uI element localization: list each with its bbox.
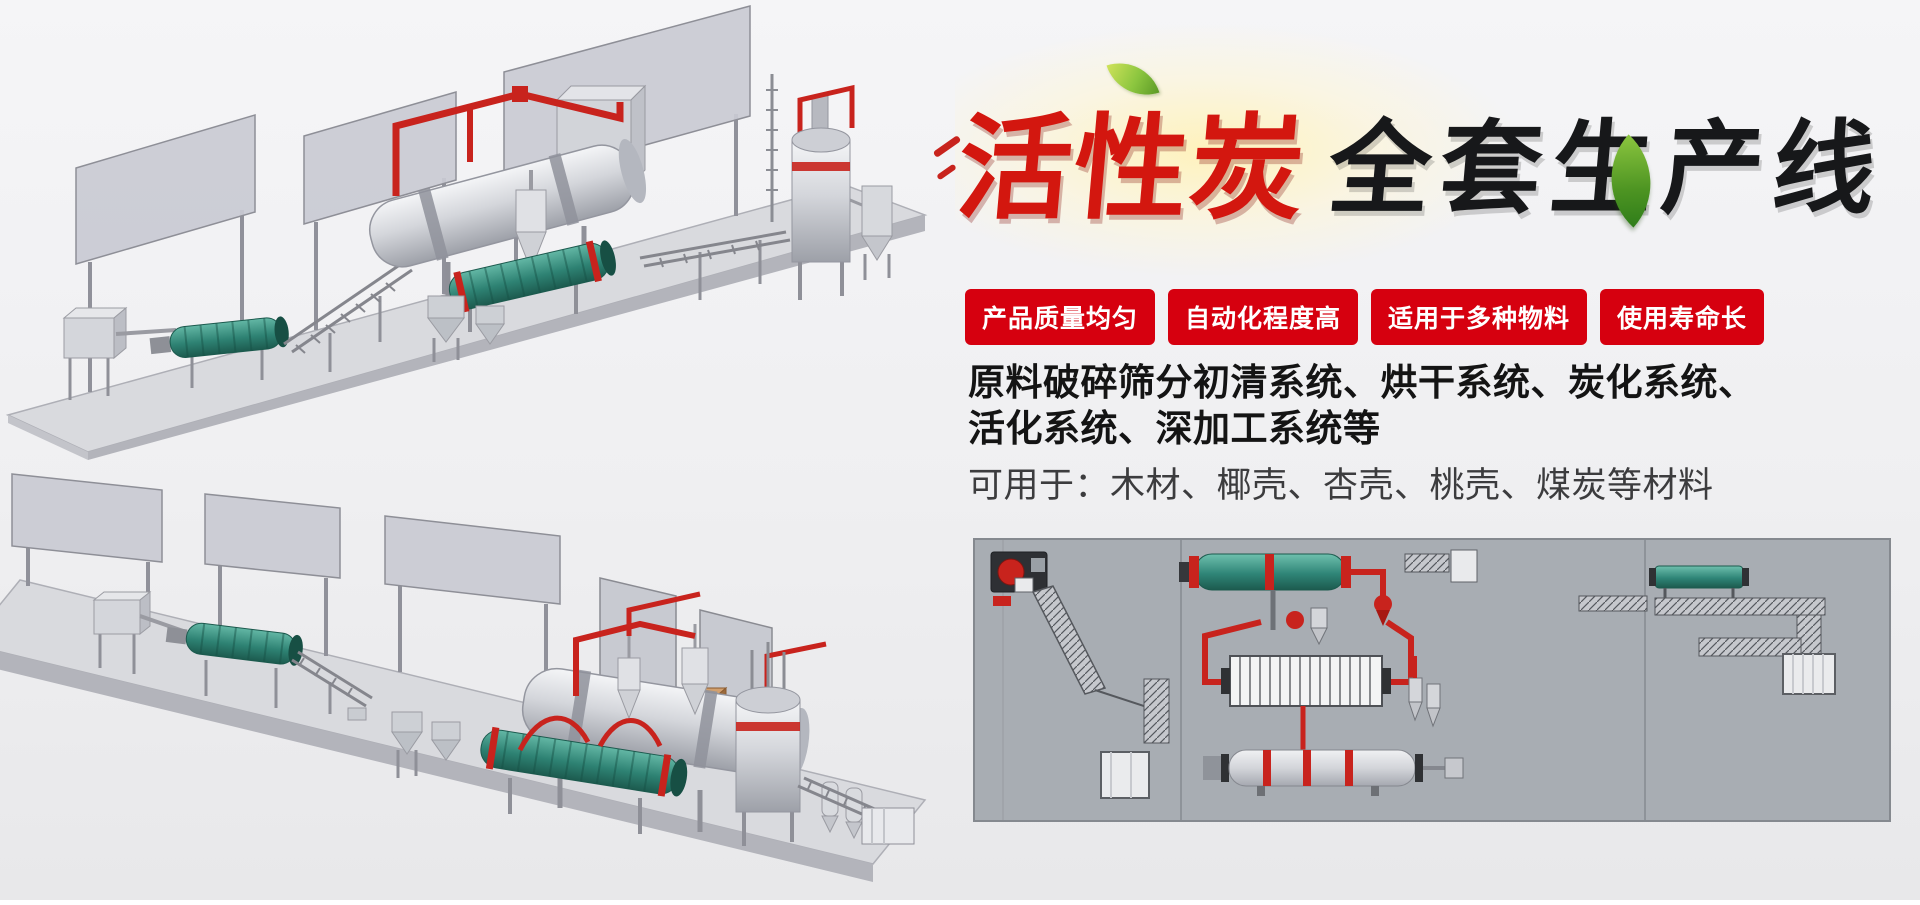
drying-carbonization-area — [1179, 549, 1478, 796]
wall-lines — [1180, 540, 1646, 820]
feed-hopper — [92, 590, 187, 674]
packing-area — [1578, 565, 1836, 695]
transfer-conveyor — [639, 230, 791, 300]
ribbed-cooling-drum — [480, 726, 688, 834]
incline-conveyor — [283, 260, 413, 372]
discharge-hoppers — [391, 711, 461, 778]
production-line-illustration-top — [0, 0, 930, 465]
discharge-hoppers — [427, 295, 505, 362]
applicable-materials-text: 可用于：木材、椰壳、杏壳、桃壳、煤炭等材料 — [968, 466, 1714, 505]
storage-silo — [849, 185, 893, 280]
feeding-crushing-area — [990, 551, 1170, 799]
carbonization-furnace — [735, 642, 801, 846]
feature-badge-quality: 产品质量均匀 — [965, 289, 1156, 345]
overhead-sign-boards — [11, 473, 561, 712]
systems-description-line1: 原料破碎筛分初清系统、烘干系统、炭化系统、 — [968, 362, 1756, 403]
systems-description-line2: 活化系统、深加工系统等 — [968, 407, 1381, 449]
crusher-drum — [149, 316, 289, 388]
top-scene-svg — [5, 5, 928, 460]
feature-badge-automation: 自动化程度高 — [1168, 289, 1359, 345]
feature-badge-lifespan: 使用寿命长 — [1600, 289, 1765, 345]
bottom-scene-svg — [0, 473, 927, 882]
title-black-text: 全套生产线 — [1323, 112, 1889, 227]
output-conveyor — [797, 776, 915, 845]
incline-conveyor — [291, 650, 373, 721]
production-line-illustration-bottom — [0, 460, 930, 905]
support-mast — [766, 74, 778, 222]
cooling-drum — [448, 240, 616, 332]
title-red-text: 活性炭 — [952, 106, 1312, 234]
feature-badge-materials: 适用于多种物料 — [1371, 289, 1588, 345]
red-piping — [392, 86, 624, 196]
schematic-svg — [973, 538, 1891, 822]
feature-badges: 产品质量均匀 自动化程度高 适用于多种物料 使用寿命长 — [965, 289, 1765, 345]
page-title: 活性炭 全套生产线 — [932, 106, 1889, 233]
crusher-drum — [165, 622, 303, 708]
cyclone-separator — [515, 170, 547, 272]
title-glow — [955, 25, 1515, 275]
feed-hopper — [62, 306, 177, 400]
systems-description: 原料破碎筛分初清系统、烘干系统、炭化系统、 活化系统、深加工系统等 — [968, 360, 1756, 452]
plan-view-schematic-panel — [973, 538, 1891, 822]
carbonization-furnace — [791, 84, 855, 300]
